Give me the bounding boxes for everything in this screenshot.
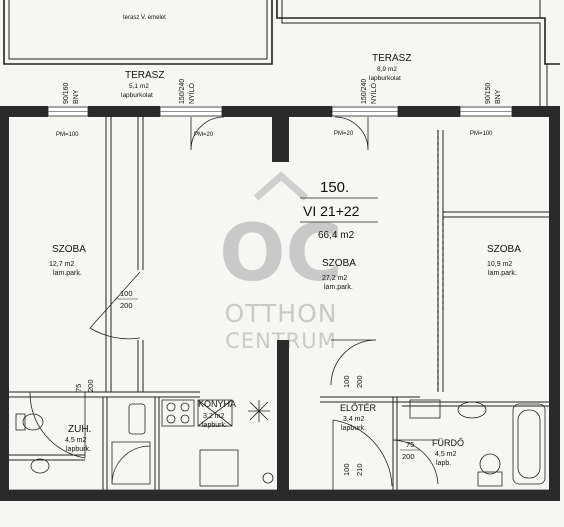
terasz-left-area: 5,1 m2 bbox=[129, 83, 149, 90]
watermark-line1: OTTHON bbox=[225, 299, 338, 328]
door-swings bbox=[29, 271, 440, 490]
top-note: terasz V. emelet bbox=[123, 15, 166, 21]
szoba-center-name: SZOBA bbox=[322, 258, 356, 269]
eloter-floor: lapburk. bbox=[341, 425, 366, 432]
szoba-left-area: 12,7 m2 bbox=[49, 261, 74, 268]
furdo-area: 4,5 m2 bbox=[435, 451, 457, 458]
szoba-center-floor: lam.park. bbox=[324, 284, 353, 291]
apartment-number: 150. bbox=[320, 179, 349, 196]
szoba-right-name: SZOBA bbox=[487, 244, 521, 255]
w4-type: BNY bbox=[495, 89, 502, 104]
eloter-area: 3,4 m2 bbox=[343, 416, 365, 423]
eloter-name: ELŐTÉR bbox=[340, 403, 377, 413]
w1-size: 90/160 bbox=[63, 82, 70, 104]
pm3: PM=20 bbox=[334, 131, 354, 137]
basin-zuh bbox=[30, 458, 50, 474]
w3-size: 150/240 bbox=[361, 79, 368, 104]
kitchen-counter bbox=[199, 449, 239, 487]
konyha-area: 3,2 m2 bbox=[203, 413, 225, 420]
szoba-right-floor: lam.park. bbox=[488, 270, 517, 277]
szoba-center-area: 27,2 m2 bbox=[322, 275, 347, 282]
terasz-left-name: TERASZ bbox=[125, 70, 164, 81]
konyha-name: KONYHA bbox=[198, 399, 236, 409]
toilet-zuh bbox=[15, 413, 26, 431]
exterior-walls bbox=[0, 106, 560, 501]
pm2: PM=20 bbox=[194, 132, 214, 138]
w3-type: NYÍLÓ bbox=[369, 82, 378, 104]
szoba-left-name: SZOBA bbox=[52, 244, 86, 255]
terasz-right-name: TERASZ bbox=[372, 53, 411, 64]
washer bbox=[409, 399, 441, 419]
pm1: PM=100 bbox=[56, 132, 79, 138]
interior-partitions bbox=[9, 117, 549, 490]
toilet-bowl-furdo bbox=[479, 453, 501, 475]
bathtub bbox=[512, 403, 546, 485]
pm4: PM=100 bbox=[470, 131, 493, 137]
door-eloter-height: 200 bbox=[355, 375, 364, 388]
door-furdo-width: 75 bbox=[406, 440, 414, 449]
zuh-area: 4,5 m2 bbox=[65, 437, 87, 444]
apartment-id: 150. VI 21+22 66,4 m2 bbox=[300, 179, 378, 241]
window-labels: 90/160 BNY 150/240 NYÍLÓ 150/240 NYÍLÓ 9… bbox=[63, 79, 502, 104]
sink-konyha bbox=[128, 403, 146, 435]
terrace-labels: terasz V. emelet TERASZ 5,1 m2 lapburkol… bbox=[121, 15, 411, 99]
apartment-total-area: 66,4 m2 bbox=[318, 230, 355, 241]
furdo-name: FÜRDŐ bbox=[432, 438, 464, 448]
zuh-floor: lapburk. bbox=[66, 446, 91, 453]
door-entry-width: 100 bbox=[342, 463, 351, 476]
terasz-left-floor: lapburkolat bbox=[121, 92, 153, 99]
structural-walls bbox=[277, 340, 289, 490]
door-furdo-height: 200 bbox=[402, 452, 415, 461]
w2-type: NYÍLÓ bbox=[187, 82, 196, 104]
door-size-labels: 100 200 75 200 100 200 100 210 75 200 bbox=[74, 289, 420, 476]
sill-labels: PM=100 PM=20 PM=20 PM=100 bbox=[56, 131, 493, 138]
fixtures bbox=[15, 399, 546, 487]
konyha-floor: lapburk. bbox=[202, 422, 227, 429]
apartment-code: VI 21+22 bbox=[303, 203, 360, 219]
w2-size: 150/240 bbox=[179, 79, 186, 104]
furdo-floor: lapb. bbox=[436, 460, 451, 467]
basin-furdo bbox=[457, 401, 487, 419]
w1-type: BNY bbox=[73, 89, 80, 104]
otthon-centrum-watermark: OC OTTHON CENTRUM bbox=[219, 171, 343, 353]
room-labels: SZOBA 12,7 m2 lam.park. SZOBA 27,2 m2 la… bbox=[49, 244, 521, 467]
door-szoba-height: 200 bbox=[120, 301, 133, 310]
door-szoba-width: 100 bbox=[120, 289, 133, 298]
door-eloter-width: 100 bbox=[342, 375, 351, 388]
toilet-furdo bbox=[477, 471, 503, 487]
fan-icon bbox=[248, 400, 270, 422]
zuh-name: ZUH. bbox=[68, 424, 91, 435]
terasz-right-area: 8,9 m2 bbox=[377, 66, 397, 73]
watermark-roof-icon bbox=[253, 171, 309, 201]
szoba-left-floor: lam.park. bbox=[53, 270, 82, 277]
balcony-door-swings bbox=[190, 116, 369, 151]
toilet-bowl-zuh bbox=[22, 413, 44, 431]
dashed-edges bbox=[437, 130, 444, 392]
shower-tray bbox=[111, 441, 151, 485]
door-zuh-width: 75 bbox=[74, 384, 83, 392]
cooktop bbox=[161, 399, 195, 427]
szoba-right-area: 10,9 m2 bbox=[487, 261, 512, 268]
door-entry-height: 210 bbox=[355, 463, 364, 476]
drain bbox=[262, 472, 274, 484]
w4-size: 90/150 bbox=[485, 82, 492, 104]
watermark-logo: OC bbox=[219, 209, 343, 299]
hood bbox=[197, 399, 233, 427]
door-zuh-height: 200 bbox=[86, 379, 95, 392]
terasz-right-floor: lapburkolat bbox=[369, 75, 401, 82]
